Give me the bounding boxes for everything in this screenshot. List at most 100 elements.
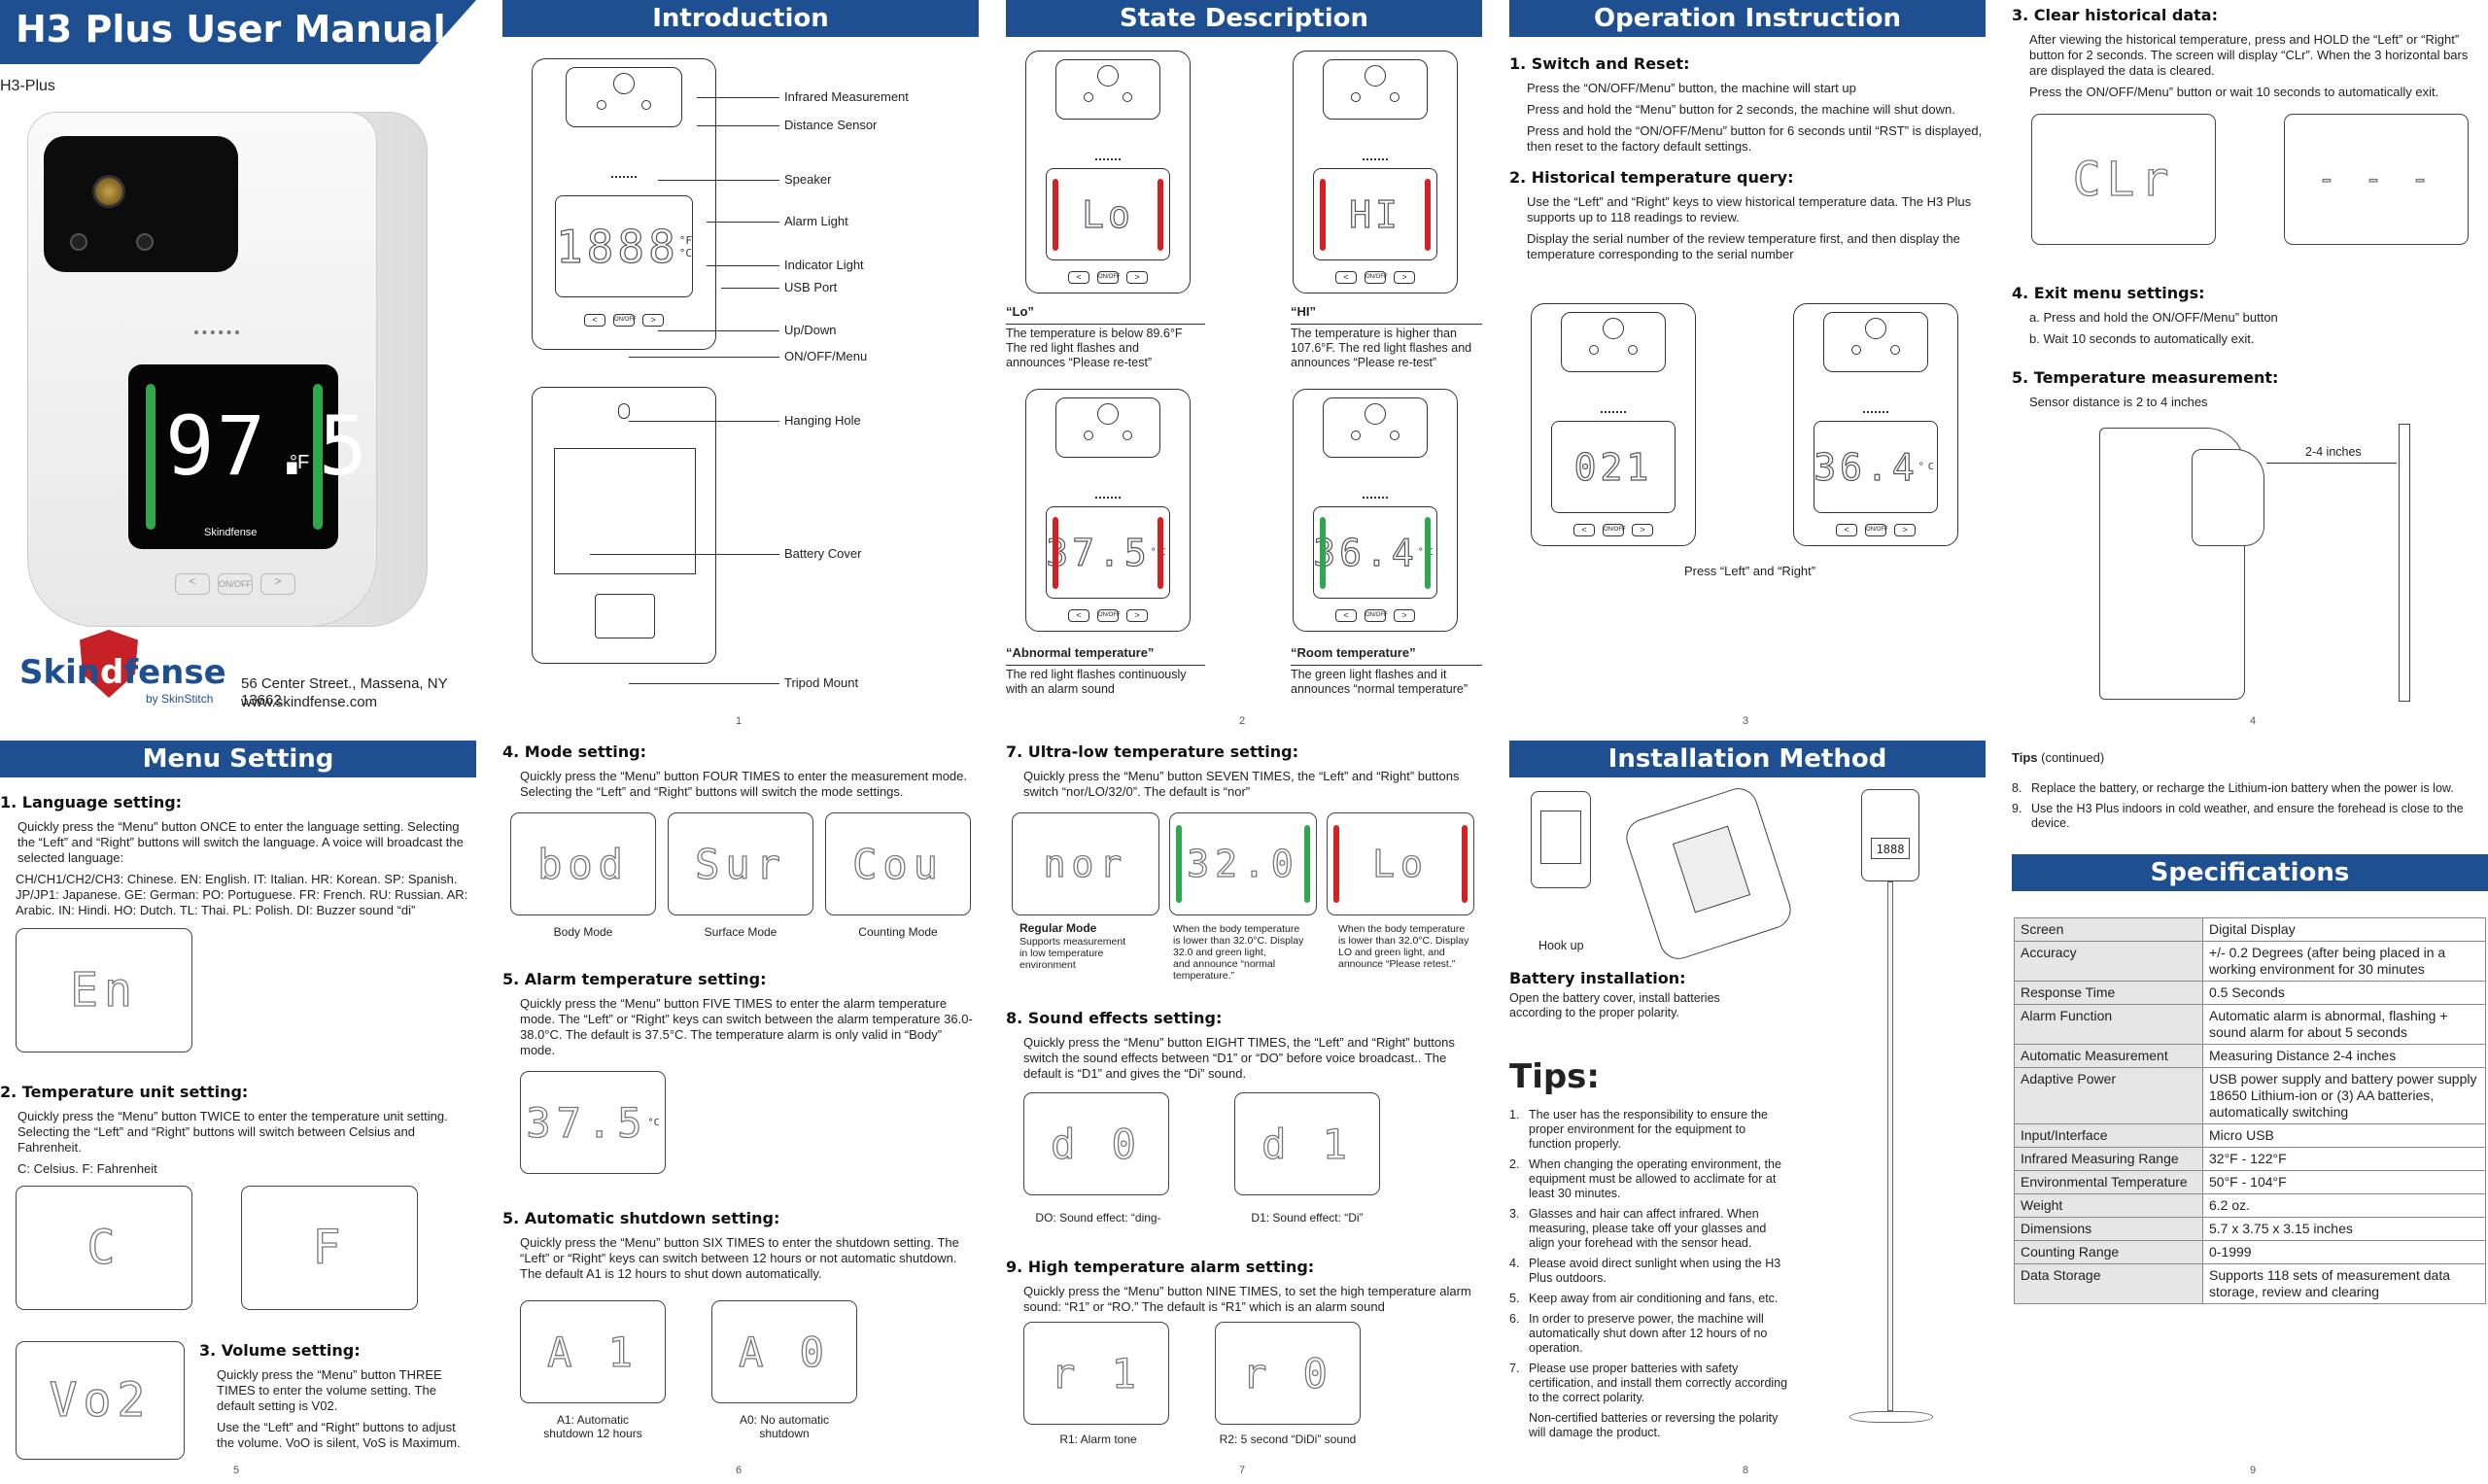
cover-left-button: < — [175, 573, 210, 595]
state-name-hi: “HI” — [1291, 304, 1316, 319]
state-device-room: 36.4°C <ON/OFF> — [1293, 389, 1458, 632]
cover-screen-mark: Skindfense — [204, 527, 258, 538]
cap-nor-title: Regular Mode — [1019, 921, 1097, 935]
lcd-alarm: 37.5°C — [520, 1071, 666, 1174]
spec-key: Weight — [2014, 1193, 2203, 1218]
distance-label: 2-4 inches — [2303, 445, 2364, 459]
spec-value: Automatic alarm is abnormal, flashing + … — [2202, 1004, 2486, 1045]
op-p1-a: Press the “ON/OFF/Menu” button, the mach… — [1527, 81, 1856, 95]
menu-p3: Quickly press the “Menu” button THREE TI… — [217, 1367, 442, 1413]
p6-p5: Quickly press the “Menu” button FIVE TIM… — [520, 996, 973, 1057]
spec-panel: Tips (continued) 8.Replace the battery, … — [2012, 741, 2488, 1484]
op-p2-a: Use the “Left” and “Right” keys to view … — [1527, 194, 1972, 224]
lcd-d0: d 0 — [1023, 1092, 1169, 1195]
p7-p7: Quickly press the “Menu” button SEVEN TI… — [1023, 769, 1460, 799]
clear-panel: 3. Clear historical data: After viewing … — [2012, 0, 2488, 739]
tip-item: 5.Keep away from air conditioning and fa… — [1509, 1292, 1779, 1305]
install-banner: Installation Method — [1509, 741, 1986, 777]
label-infrared: Infrared Measurement — [784, 89, 909, 104]
speaker-grille — [194, 330, 239, 340]
stand-head-icon — [1861, 789, 1919, 881]
label-usb: USB Port — [784, 280, 838, 294]
stand-base — [1849, 1411, 1933, 1423]
state-device-lo: Lo <ON/OFF> — [1025, 51, 1191, 293]
infrared-sensor-icon — [613, 73, 635, 94]
menu-p1: Quickly press the “Menu” button ONCE to … — [17, 819, 464, 865]
p6-p4: Quickly press the “Menu” button FOUR TIM… — [520, 769, 968, 799]
lcd-a0: A 0 — [711, 1300, 857, 1403]
lcd-mode-counting: Cou — [825, 812, 971, 915]
p4-p4-b: b. Wait 10 seconds to automatically exit… — [2029, 331, 2255, 346]
state-device-abnormal: 37.5°C <ON/OFF> — [1025, 389, 1191, 632]
spec-key: Dimensions — [2014, 1217, 2203, 1241]
cap-body-mode: Body Mode — [553, 925, 613, 939]
page-number: 7 — [1239, 1465, 1246, 1476]
lcd-fahrenheit: F — [241, 1186, 418, 1310]
menu-h1: 1. Language setting: — [0, 793, 183, 811]
tip-item: 6.In order to preserve power, the machin… — [1509, 1312, 1768, 1355]
spec-key: Environmental Temperature — [2014, 1170, 2203, 1194]
led-icon-2 — [136, 233, 154, 251]
brand-fense: fense — [123, 653, 226, 692]
stand-pole — [1887, 881, 1893, 1411]
right-button-icon: > — [642, 314, 664, 327]
cover-panel: H3 Plus User Manual H3-Plus 97.5 °F Skin… — [0, 0, 486, 739]
p4-p5: Sensor distance is 2 to 4 inches — [2029, 395, 2208, 409]
cap-lo: When the body temperature is lower than … — [1338, 923, 1469, 970]
state-name-lo: “Lo” — [1006, 304, 1034, 319]
ultralow-panel: 7. Ultra-low temperature setting: Quickl… — [1006, 741, 1482, 1484]
spec-value: 32°F - 122°F — [2202, 1147, 2486, 1171]
website[interactable]: www.skindfense.com — [241, 694, 378, 710]
spec-value: 50°F - 104°F — [2202, 1170, 2486, 1194]
p7-h8: 8. Sound effects setting: — [1006, 1009, 1223, 1027]
intro-panel: Introduction 1888°F °C <ON/OFF> Infrared… — [502, 0, 979, 739]
lcd-r1: r 1 — [1023, 1322, 1169, 1425]
cover-onoff-button: ON/OFF — [218, 573, 253, 595]
spec-key: Alarm Function — [2014, 1004, 2203, 1045]
p4-h4: 4. Exit menu settings: — [2012, 284, 2205, 302]
p4-p4-a: a. Press and hold the ON/OFF/Menu” butto… — [2029, 310, 2278, 325]
lcd-volume: Vo2 — [16, 1341, 185, 1460]
spec-value: USB power supply and battery power suppl… — [2202, 1067, 2486, 1124]
spec-key: Response Time — [2014, 981, 2203, 1005]
tips-continued-note: (continued) — [2041, 750, 2105, 765]
tip-item: 2.When changing the operating environmen… — [1509, 1157, 1781, 1200]
spec-key: Counting Range — [2014, 1240, 2203, 1264]
spec-key: Automatic Measurement — [2014, 1044, 2203, 1068]
hanging-hole-icon — [618, 403, 630, 419]
state-banner: State Description — [1006, 0, 1482, 37]
page-number: 8 — [1743, 1465, 1749, 1476]
label-updown: Up/Down — [784, 323, 837, 337]
battery-cover-icon — [554, 448, 696, 574]
state-desc-lo: The temperature is below 89.6°F The red … — [1006, 324, 1205, 370]
brand-logo: Skindfense — [19, 653, 226, 692]
lcd-32: 32.0 — [1169, 812, 1317, 915]
spec-value: 0.5 Seconds — [2202, 981, 2486, 1005]
sensor-head — [44, 136, 238, 272]
tip-item: 3.Glasses and hair can affect infrared. … — [1509, 1207, 1767, 1250]
tip-item: 4.Please avoid direct sunlight when usin… — [1509, 1257, 1781, 1285]
label-battery-cover: Battery Cover — [784, 546, 862, 561]
tip-item: 9.Use the H3 Plus indoors in cold weathe… — [2012, 802, 2464, 830]
p6-h6: 5. Automatic shutdown setting: — [502, 1209, 780, 1227]
sensor-nose — [2192, 449, 2264, 546]
cover-screen — [128, 364, 338, 549]
lcd-nor: nor — [1012, 812, 1159, 915]
state-panel: State Description Lo <ON/OFF> “Lo” The t… — [1006, 0, 1482, 739]
lcd-mode-surface: Sur — [668, 812, 813, 915]
brand-by: by SkinStitch — [146, 692, 214, 706]
left-button-icon: < — [584, 314, 605, 327]
cover-title: H3 Plus User Manual — [16, 8, 446, 51]
spec-value: Digital Display — [2202, 917, 2486, 942]
spec-key: Infrared Measuring Range — [2014, 1147, 2203, 1171]
brand-d: d — [99, 653, 124, 692]
state-device-hi: HI <ON/OFF> — [1293, 51, 1458, 293]
intro-banner: Introduction — [502, 0, 979, 37]
label-speaker: Speaker — [784, 172, 832, 187]
lcd-d1: d 1 — [1234, 1092, 1380, 1195]
